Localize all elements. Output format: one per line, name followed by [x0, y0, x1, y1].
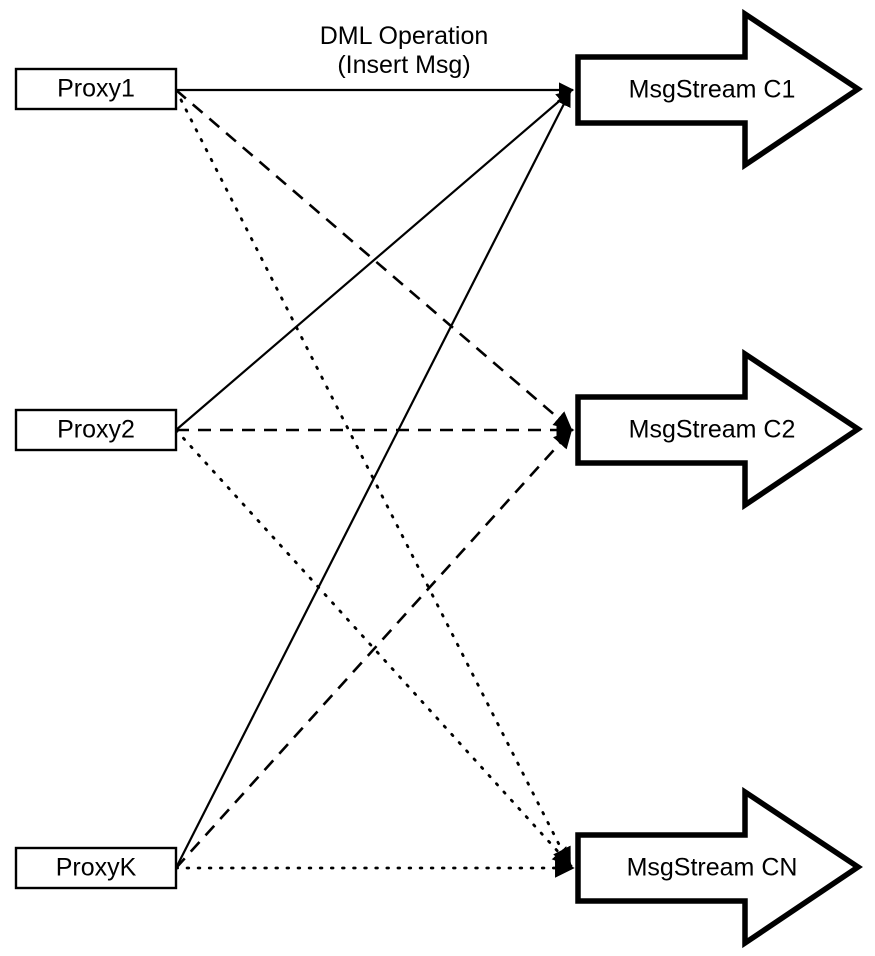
stream-cn-block-arrow-icon[interactable] [575, 786, 863, 949]
stream-node-c1[interactable]: MsgStream C1 [575, 8, 863, 171]
link-proxyk-stream-c2[interactable] [175, 429, 573, 869]
link-proxy2-stream-c1[interactable] [175, 90, 572, 431]
stream-cn-label: MsgStream CN [627, 854, 798, 882]
link-proxy2-stream-cn[interactable] [174, 428, 573, 868]
proxy1-box[interactable] [14, 67, 178, 111]
edge-label-line1: DML Operation [320, 22, 489, 50]
stream-c1-label: MsgStream C1 [629, 76, 796, 104]
edge-label-line2: (Insert Msg) [337, 51, 470, 79]
proxy-node-proxy1[interactable]: Proxy1 [14, 67, 178, 111]
stream-node-c2[interactable]: MsgStream C2 [575, 348, 863, 511]
links-layer [174, 82, 575, 878]
stream-c2-label: MsgStream C2 [629, 416, 796, 444]
proxy-node-proxy2[interactable]: Proxy2 [14, 408, 178, 452]
proxyk-label: ProxyK [56, 854, 137, 882]
proxy-node-proxyk[interactable]: ProxyK [14, 846, 178, 890]
stream-c2-block-arrow-icon[interactable] [575, 348, 863, 511]
stream-c1-block-arrow-icon[interactable] [575, 8, 863, 171]
proxy1-label: Proxy1 [57, 75, 135, 103]
proxy2-box[interactable] [14, 408, 178, 452]
edge-label-dml-operation: DML Operation (Insert Msg) [320, 22, 489, 79]
proxyk-box[interactable] [14, 846, 178, 890]
link-proxyk-stream-c1[interactable] [175, 90, 571, 869]
proxy2-label: Proxy2 [57, 416, 135, 444]
stream-node-cn[interactable]: MsgStream CN [575, 786, 863, 949]
